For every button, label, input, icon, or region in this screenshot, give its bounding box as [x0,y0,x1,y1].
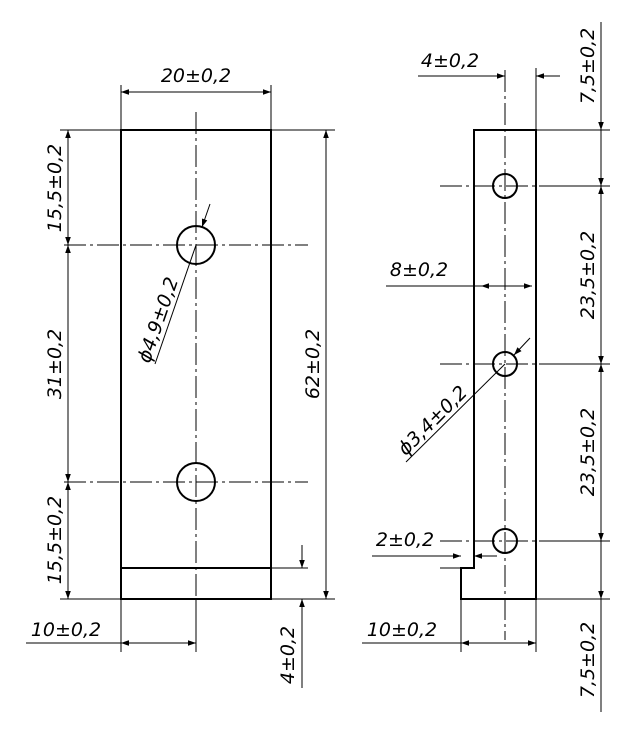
leader-line [154,244,197,365]
lower-spacing-dimension-label: 23,5±0,2 [577,408,599,496]
notch-dimension-label: 2±0,2 [376,529,434,551]
hole-diameter-label: ϕ4,9±0,2 [133,274,183,365]
bottom-offset-dimension-label: 7,5±0,2 [577,622,599,698]
upper-spacing-dimension-label: 23,5±0,2 [577,231,599,319]
height-dimension-label: 62±0,2 [302,329,324,399]
leader-line [201,203,211,228]
leader-line [405,363,506,463]
slot-width-dimension-label: 8±0,2 [390,259,448,281]
center-offset-dimension-label: 10±0,2 [31,619,101,641]
top-offset-dimension-label: 15,5±0,2 [44,144,66,232]
bottom-offset-dimension-label: 15,5±0,2 [44,496,66,584]
left-view: 20±0,2 15,5±0,2 31±0,2 15,5±0,2 62±0,2 4… [26,65,335,688]
width-dimension-label: 20±0,2 [161,65,231,87]
top-offset-dimension-label: 7,5±0,2 [577,28,599,104]
hole-spacing-dimension-label: 31±0,2 [44,329,66,399]
step-height-dimension-label: 4±0,2 [277,626,299,684]
hole-diameter-label: ϕ3,4±0,2 [394,382,472,460]
hole-center-dimension-label: 4±0,2 [421,50,479,72]
leader-line [513,337,531,356]
width-dimension-label: 10±0,2 [367,619,437,641]
right-view: 4±0,2 7,5±0,2 23,5±0,2 23,5±0,2 7,5±0,2 … [362,22,610,712]
